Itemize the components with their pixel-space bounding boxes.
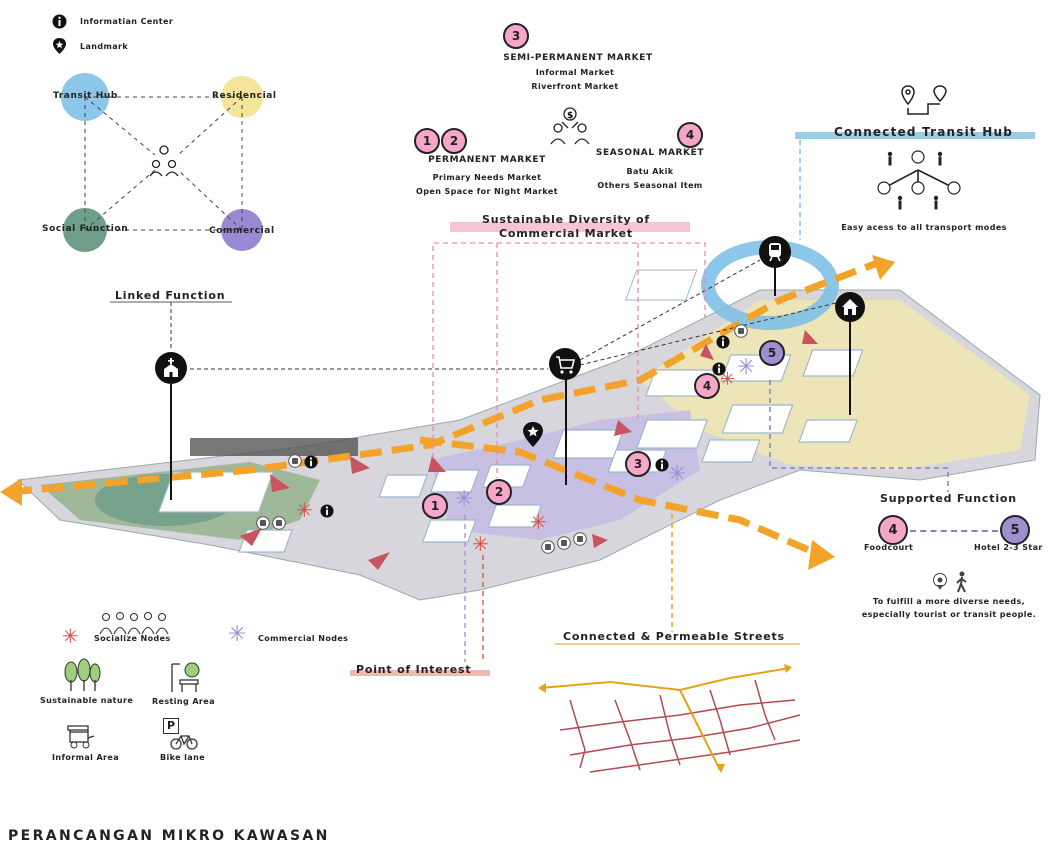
footer-title: PERANCANGAN MIKRO KAWASAN [8, 828, 330, 844]
market-4-badge: 4 [677, 122, 703, 148]
legend-info-label: Informatian Center [80, 17, 174, 26]
socialize-legend-icon: ✳ [62, 624, 79, 648]
sustainable-highlight [450, 222, 690, 232]
landmark-icon [523, 422, 543, 447]
info-icon [712, 362, 726, 376]
poi-highlight [350, 670, 490, 676]
function-diagram [61, 73, 263, 252]
bus-icon [573, 532, 587, 546]
cart-icon [549, 348, 581, 380]
permanent-line2: Open Space for Night Market [416, 187, 558, 196]
sustainable-heading-line1: Sustainable Diversity of [481, 213, 651, 226]
socialize-node-icon: ✳ [472, 532, 489, 556]
info-icon [655, 458, 669, 472]
tree-icon [64, 658, 101, 691]
poi-heading: Point of Interest [356, 663, 472, 676]
info-icon [320, 504, 334, 518]
street-network-diagram [538, 664, 801, 773]
orange-arrow-west [0, 478, 22, 506]
linked-function-heading: Linked Function [115, 289, 226, 302]
map-marker-2: 2 [486, 479, 512, 505]
market-1-badge: 1 [414, 128, 440, 154]
semi-permanent-line1: Informal Market [535, 68, 615, 77]
socialize-node-icon: ✳ [720, 369, 736, 390]
transit-caption: Easy acess to all transport modes [841, 223, 1007, 232]
foodcourt-badge: 4 [878, 515, 908, 545]
bus-icon [734, 324, 748, 338]
commercial-legend-icon: ✳ [228, 622, 247, 647]
socialize-node-icon: ✳ [296, 498, 313, 522]
train-icon [759, 236, 791, 268]
legend-landmark-label: Landmark [80, 42, 129, 51]
socialize-node-icon: ✳ [530, 510, 547, 534]
bus-icon [541, 540, 555, 554]
route-pin-icon [901, 85, 947, 115]
info-icon [52, 14, 67, 29]
map-marker-5: 5 [759, 340, 785, 366]
map-marker-1: 1 [422, 493, 448, 519]
commercial-node-icon: ✳ [455, 487, 474, 512]
commercial-node-icon: ✳ [737, 355, 756, 380]
market-3-badge: 3 [503, 23, 529, 49]
transit-highlight [795, 132, 1035, 139]
home-icon [835, 292, 865, 322]
map-marker-4: 4 [694, 373, 720, 399]
walking-person-icon [956, 571, 967, 593]
legend-landmark-row: Landmark [52, 38, 192, 56]
seasonal-line1: Batu Akik [626, 167, 674, 176]
node-commercial-label: Commercial [209, 226, 275, 236]
supported-note-line2: especially tourist or transit people. [861, 610, 1037, 619]
supported-heading: Supported Function [880, 492, 1017, 505]
bike-icon [170, 735, 198, 750]
hotel-label: Hotel 2-3 Star [974, 543, 1043, 552]
landmark-icon [53, 38, 66, 54]
church-icon [155, 352, 187, 384]
node-residential-label: Residencial [212, 91, 277, 101]
map-marker-3: 3 [625, 451, 651, 477]
seasonal-line2: Others Seasonal Item [597, 181, 703, 190]
supported-link-line [910, 530, 998, 532]
seasonal-title: SEASONAL MARKET [595, 148, 705, 158]
commercial-node-icon: ✳ [668, 462, 687, 487]
crowd-icon [99, 611, 169, 635]
bus-icon [256, 516, 270, 530]
semi-permanent-title: SEMI-PERMANENT MARKET [503, 53, 653, 63]
svg-text:$: $ [567, 111, 573, 121]
parking-sign-icon: P [163, 718, 179, 734]
streets-underline [555, 643, 800, 645]
node-social-label: Social Function [42, 224, 129, 234]
network-icon [877, 150, 961, 210]
commercial-legend-label: Commercial Nodes [258, 634, 349, 643]
location-pin-icon [933, 573, 947, 590]
node-transit-hub-label: Transit Hub [53, 91, 118, 101]
socialize-legend-label: Socialize Nodes [94, 634, 171, 643]
info-icon [304, 455, 318, 469]
bench-icon [171, 662, 200, 692]
resting-legend-label: Resting Area [152, 697, 215, 706]
legend-info-row: Informatian Center [52, 14, 192, 32]
informal-legend-label: Informal Area [52, 753, 120, 762]
linked-underline [110, 301, 232, 303]
orange-arrow-southeast [808, 540, 835, 570]
semi-permanent-line2: Riverfront Market [531, 82, 619, 91]
nature-legend-label: Sustainable nature [40, 696, 134, 705]
permanent-line1: Primary Needs Market [432, 173, 542, 182]
foodcourt-label: Foodcourt [864, 543, 914, 552]
info-icon [716, 335, 730, 349]
permanent-title: PERMANENT MARKET [428, 155, 546, 165]
bus-icon [272, 516, 286, 530]
orange-arrow-northeast [872, 255, 895, 280]
market-2-badge: 2 [441, 128, 467, 154]
money-exchange-icon: $ [550, 107, 590, 145]
people-icon [149, 145, 179, 177]
streets-heading: Connected & Permeable Streets [563, 630, 785, 643]
cart-stall-icon [67, 725, 95, 749]
supported-note-line1: To fulfill a more diverse needs, [872, 597, 1026, 606]
bus-icon [288, 454, 302, 468]
sustainable-heading-line2: Commercial Market [499, 227, 633, 240]
transit-heading: Connected Transit Hub [834, 125, 1014, 139]
hotel-badge: 5 [1000, 515, 1030, 545]
bus-icon [557, 536, 571, 550]
bike-legend-label: Bike lane [160, 753, 206, 762]
